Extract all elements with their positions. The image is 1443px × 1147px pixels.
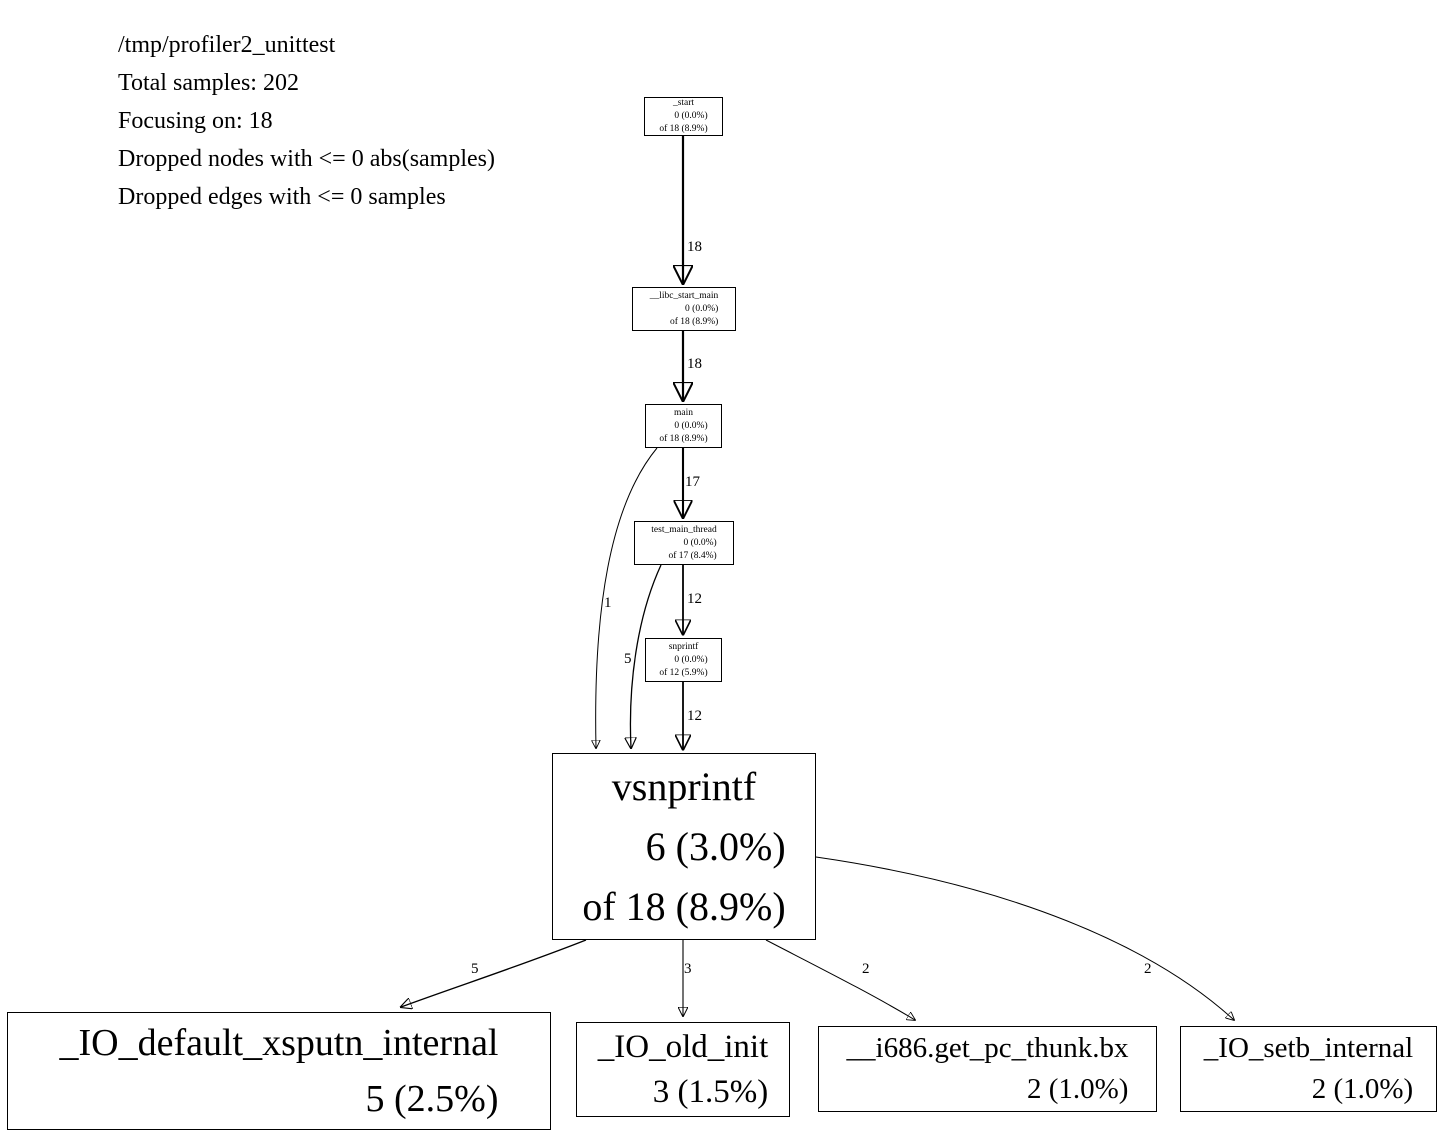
node-total-samples: of 18 (8.9%) <box>582 883 786 929</box>
node-total-samples: of 17 (8.4%) <box>668 550 717 561</box>
edge-label-test-vsnprintf: 5 <box>624 651 632 667</box>
edge-label-test-snprintf: 12 <box>687 591 702 607</box>
node-libc-start-main: __libc_start_main 0 (0.0%) of 18 (8.9%) <box>632 287 736 331</box>
node-self-samples: 0 (0.0%) <box>674 654 708 665</box>
node-total-samples: of 12 (5.9%) <box>659 667 708 678</box>
node-io-old-init: _IO_old_init 3 (1.5%) <box>576 1022 790 1117</box>
node-function-name: test_main_thread <box>651 524 717 535</box>
graph-header: /tmp/profiler2_unittest Total samples: 2… <box>118 26 495 216</box>
edge-label-start-libc: 18 <box>687 239 702 255</box>
node-start: _start 0 (0.0%) of 18 (8.9%) <box>644 97 723 136</box>
node-main: main 0 (0.0%) of 18 (8.9%) <box>645 404 722 448</box>
node-self-samples: 2 (1.0%) <box>1311 1073 1414 1105</box>
node-function-name: __libc_start_main <box>649 290 719 301</box>
dropped-nodes-note: Dropped nodes with <= 0 abs(samples) <box>118 146 496 172</box>
edge-label-vsnprintf-oldinit: 3 <box>684 961 692 977</box>
edge-label-vsnprintf-xsputn: 5 <box>471 961 479 977</box>
node-function-name: _start <box>672 98 695 108</box>
node-self-samples: 0 (0.0%) <box>674 111 708 121</box>
focusing-on: Focusing on: 18 <box>118 108 273 134</box>
node-function-name: snprintf <box>668 641 699 652</box>
node-self-samples: 0 (0.0%) <box>683 537 717 548</box>
node-function-name: __i686.get_pc_thunk.bx <box>846 1032 1129 1064</box>
total-samples: Total samples: 202 <box>118 70 299 96</box>
node-self-samples: 5 (2.5%) <box>365 1078 499 1120</box>
edge-label-vsnprintf-setb: 2 <box>1144 961 1152 977</box>
edge-label-snprintf-vsnprintf: 12 <box>687 708 702 724</box>
node-test-main-thread: test_main_thread 0 (0.0%) of 17 (8.4%) <box>634 521 734 565</box>
edge-label-vsnprintf-thunk: 2 <box>862 961 870 977</box>
node-self-samples: 3 (1.5%) <box>652 1073 769 1110</box>
node-self-samples: 0 (0.0%) <box>685 303 719 314</box>
node-self-samples: 6 (3.0%) <box>645 823 786 869</box>
edge-vsnprintf-setb <box>815 856 1234 1020</box>
node-function-name: _IO_old_init <box>597 1028 769 1065</box>
edge-label-libc-main: 18 <box>687 356 702 372</box>
node-io-default-xsputn-internal: _IO_default_xsputn_internal 5 (2.5%) <box>7 1012 551 1130</box>
edge-vsnprintf-xsputn <box>401 939 587 1007</box>
node-function-name: _IO_setb_internal <box>1203 1032 1414 1064</box>
node-i686-get-pc-thunk: __i686.get_pc_thunk.bx 2 (1.0%) <box>818 1026 1157 1112</box>
node-io-setb-internal: _IO_setb_internal 2 (1.0%) <box>1180 1026 1437 1112</box>
node-vsnprintf: vsnprintf 6 (3.0%) of 18 (8.9%) <box>552 753 816 940</box>
node-self-samples: 0 (0.0%) <box>674 420 708 431</box>
dropped-edges-note: Dropped edges with <= 0 samples <box>118 184 446 210</box>
edge-label-main-test: 17 <box>685 474 700 490</box>
edge-vsnprintf-thunk <box>765 939 915 1020</box>
edge-label-main-vsnprintf: 1 <box>604 595 612 611</box>
node-total-samples: of 18 (8.9%) <box>659 124 708 134</box>
node-function-name: vsnprintf <box>611 763 757 809</box>
node-function-name: main <box>674 407 693 418</box>
node-snprintf: snprintf 0 (0.0%) of 12 (5.9%) <box>645 638 722 682</box>
node-total-samples: of 18 (8.9%) <box>659 433 708 444</box>
node-self-samples: 2 (1.0%) <box>1026 1073 1129 1105</box>
profile-path: /tmp/profiler2_unittest <box>118 32 336 58</box>
node-function-name: _IO_default_xsputn_internal <box>59 1022 499 1064</box>
node-total-samples: of 18 (8.9%) <box>670 316 719 327</box>
